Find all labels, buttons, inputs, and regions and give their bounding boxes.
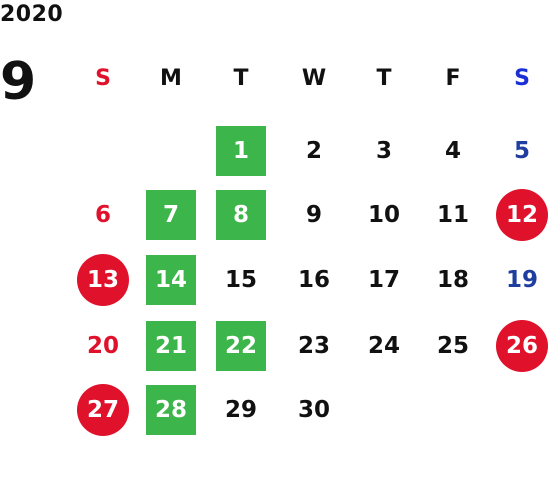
day-cell-9[interactable]: 9: [305, 202, 322, 228]
highlighted-day-22[interactable]: 22: [216, 321, 266, 371]
weekday-tue: T: [233, 66, 249, 91]
weekday-mon: M: [160, 66, 182, 91]
day-cell-18[interactable]: 18: [436, 267, 469, 293]
day-cell-5[interactable]: 5: [513, 138, 530, 164]
day-cell-19[interactable]: 19: [505, 267, 538, 293]
highlighted-day-28[interactable]: 28: [146, 385, 196, 435]
highlighted-day-21[interactable]: 21: [146, 321, 196, 371]
day-cell-2[interactable]: 2: [305, 138, 322, 164]
holiday-day-13[interactable]: 13: [77, 254, 129, 306]
day-cell-3[interactable]: 3: [375, 138, 392, 164]
day-cell-10[interactable]: 10: [367, 202, 400, 228]
calendar-year: 2020: [0, 2, 64, 27]
highlighted-day-7[interactable]: 7: [146, 190, 196, 240]
day-cell-17[interactable]: 17: [367, 267, 400, 293]
day-cell-6[interactable]: 6: [94, 202, 111, 228]
day-cell-15[interactable]: 15: [224, 267, 257, 293]
weekday-sun: S: [95, 66, 111, 91]
weekday-thu: T: [376, 66, 392, 91]
day-cell-20[interactable]: 20: [86, 333, 119, 359]
holiday-day-26[interactable]: 26: [496, 320, 548, 372]
weekday-wed: W: [301, 66, 327, 91]
day-cell-29[interactable]: 29: [224, 397, 257, 423]
day-cell-16[interactable]: 16: [297, 267, 330, 293]
weekday-sat: S: [514, 66, 530, 91]
highlighted-day-1[interactable]: 1: [216, 126, 266, 176]
day-cell-4[interactable]: 4: [444, 138, 461, 164]
weekday-fri: F: [445, 66, 461, 91]
day-cell-30[interactable]: 30: [297, 397, 330, 423]
day-cell-25[interactable]: 25: [436, 333, 469, 359]
day-cell-11[interactable]: 11: [436, 202, 469, 228]
day-cell-23[interactable]: 23: [297, 333, 330, 359]
day-cell-24[interactable]: 24: [367, 333, 400, 359]
calendar-month: 9: [0, 52, 37, 112]
highlighted-day-14[interactable]: 14: [146, 255, 196, 305]
holiday-day-27[interactable]: 27: [77, 384, 129, 436]
holiday-day-12[interactable]: 12: [496, 189, 548, 241]
highlighted-day-8[interactable]: 8: [216, 190, 266, 240]
